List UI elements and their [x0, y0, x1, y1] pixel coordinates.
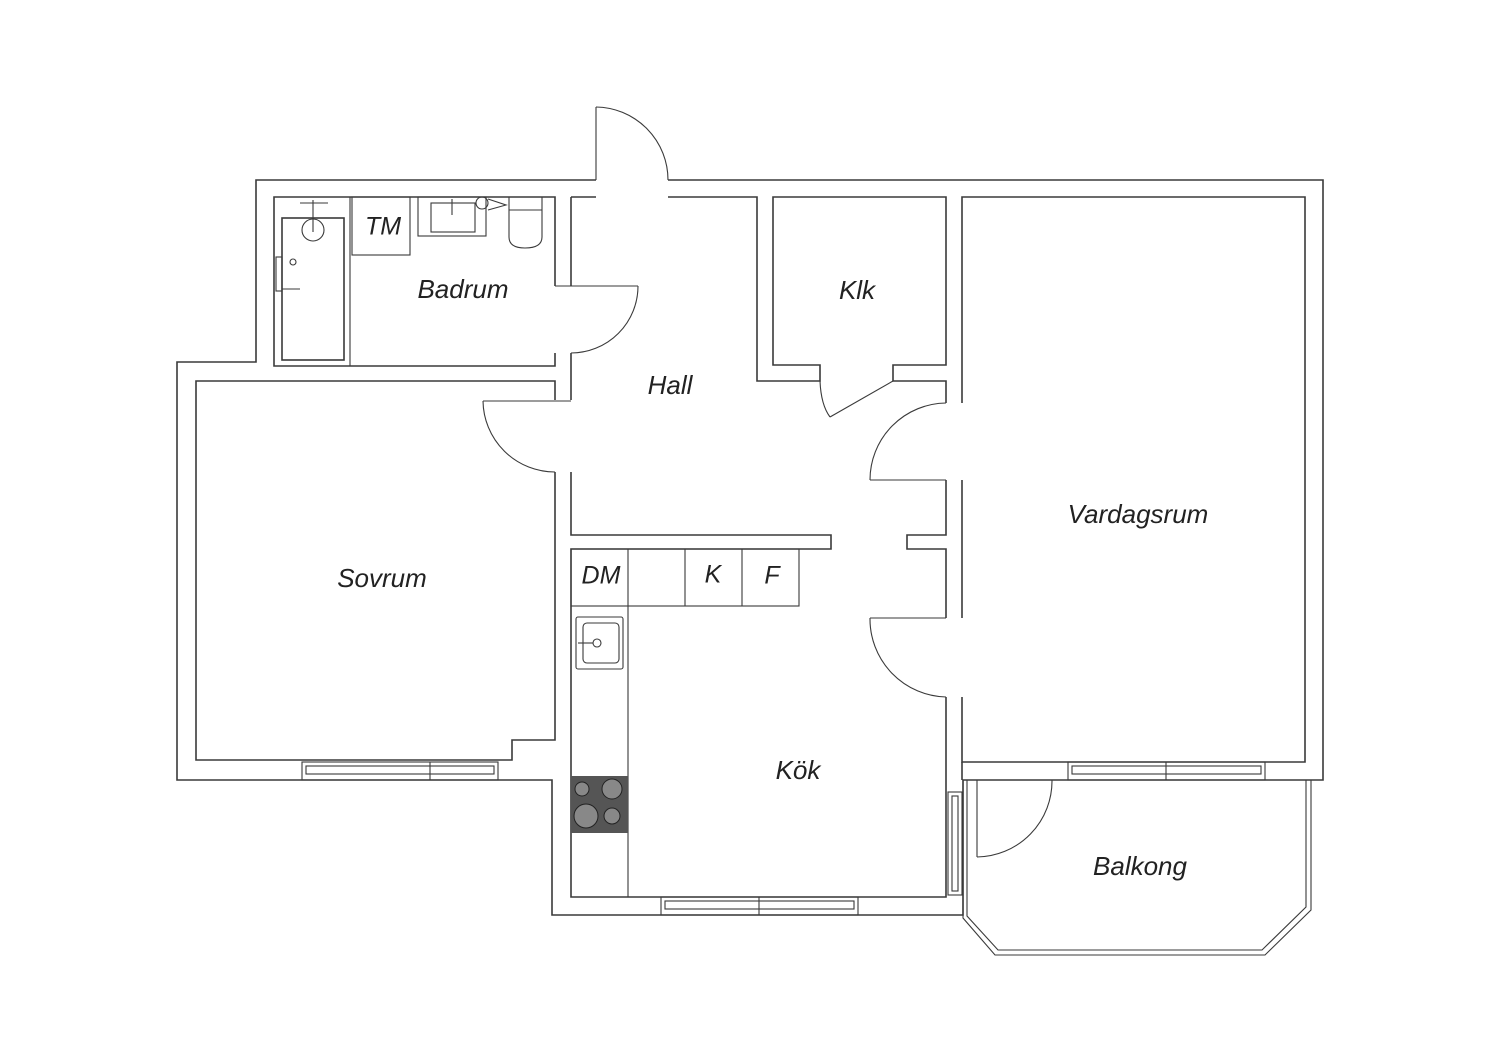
kitchen-door[interactable] — [869, 617, 947, 698]
room-label-hall: Hall — [648, 370, 694, 400]
kitchen-side-window — [947, 791, 963, 896]
toilet — [508, 196, 543, 249]
fixture-label-f: F — [764, 562, 781, 590]
bedroom-window — [301, 761, 499, 781]
washing-machine-box — [351, 196, 411, 256]
fixture-label-dm: DM — [582, 562, 621, 590]
room-label-vardagsrum: Vardagsrum — [1068, 499, 1209, 529]
closet-door[interactable] — [819, 380, 894, 418]
outer-wall — [176, 179, 1324, 916]
kitchen-window — [660, 896, 859, 916]
radiator — [275, 256, 283, 292]
room-label-kok: Kök — [776, 755, 823, 785]
room-label-balkong: Balkong — [1093, 851, 1187, 881]
balcony-outline — [962, 780, 1312, 956]
room-label-badrum: Badrum — [417, 274, 508, 304]
room-label-klk: Klk — [839, 275, 877, 305]
stove — [571, 776, 628, 833]
room-label-sovrum: Sovrum — [337, 563, 427, 593]
bedroom-door[interactable] — [482, 400, 571, 473]
bathroom-wall — [273, 196, 556, 367]
fixture-label-tm: TM — [365, 213, 401, 241]
bathroom-door[interactable] — [555, 285, 639, 354]
balcony-door[interactable] — [976, 779, 1053, 858]
living-room-door[interactable] — [869, 402, 947, 481]
kitchen-sink — [575, 616, 624, 670]
bedroom-wall — [195, 380, 556, 761]
living-room-wall — [961, 196, 1306, 763]
bathroom-sink — [417, 196, 487, 237]
living-room-window — [1067, 761, 1266, 781]
entry-door[interactable] — [595, 106, 669, 181]
fixture-label-k: K — [705, 561, 723, 589]
